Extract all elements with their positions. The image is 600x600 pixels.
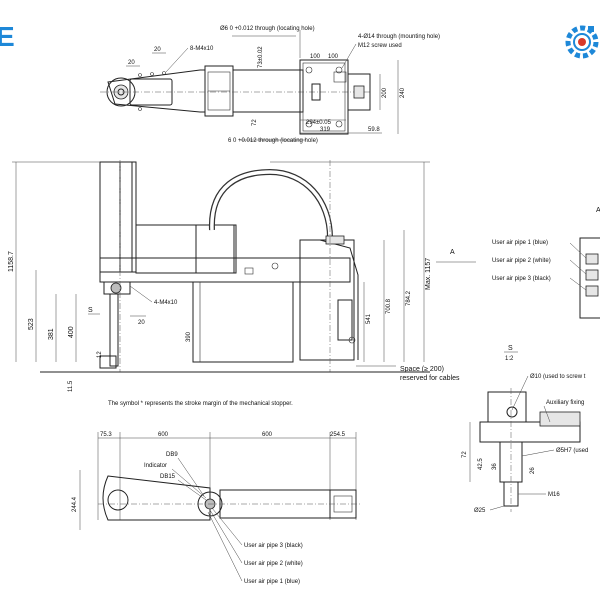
dim-244: 244.4 [72,496,78,512]
bottom-pipe1: User air pipe 1 (blue) [244,579,300,585]
detail-s-label: S [508,345,513,352]
dim-screw-8m4: 8-M4x10 [190,46,214,52]
dim-784: 784.2 [406,290,412,306]
space-line1: Space (≥ 200) [400,366,444,373]
detail-s-hole10: Ø10 (used to screw t [530,374,586,380]
top-view: Ø6 0 +0.012 through (locating hole) 4-Ø1… [100,26,440,144]
dim-loc-hole-bottom: 6 0 +0.012 through (locating hole) [228,138,318,144]
dim-100a: 100 [310,54,321,60]
dim-600a: 600 [158,432,169,438]
dim-319: 319 [320,127,331,133]
dim-390: 390 [186,331,192,342]
dim-mount-screw: M12 screw used [358,43,402,49]
detail-s-m16: M16 [548,492,560,498]
label-a: A [450,249,455,256]
detail-s-aux: Auxiliary fixing [546,400,584,406]
dim-400: 400 [68,326,75,338]
detail-a-pipe1: User air pipe 1 (blue) [492,240,548,246]
dim-523: 523 [28,318,35,330]
dim-mount-hole: 4-Ø14 through (mounting hole) [358,34,440,40]
dim-75: 75.3 [100,432,112,438]
dim-381: 381 [48,328,55,340]
detail-s-26: 26 [530,467,536,474]
side-view: 1158.7 523 381 400 12 11.5 20 S 4-M4x10 … [8,160,476,407]
detail-s-36: 36 [492,463,498,470]
dim-loc-hole-top: Ø6 0 +0.012 through (locating hole) [220,26,315,32]
bottom-db9: DB9 [166,452,178,458]
stroke-note: The symbol * represents the stroke margi… [108,401,293,407]
label-s-side: S [88,307,93,314]
dim-100b: 100 [328,54,339,60]
bottom-db15: DB15 [160,474,176,480]
dim-254: 254.5 [330,432,346,438]
dim-11-5: 11.5 [68,380,74,392]
dim-541: 541 [366,313,372,324]
detail-s-42: 42.5 [478,458,484,470]
dim-59-8: 59.8 [368,127,380,133]
bottom-pipe3: User air pipe 3 (black) [244,543,303,549]
dim-600b: 600 [262,432,273,438]
bottom-pipe2: User air pipe 2 (white) [244,561,303,567]
dim-240: 240 [400,87,406,98]
detail-a-label: A [596,207,600,214]
dim-max: Max. 1157 [425,258,432,290]
detail-s-25: Ø25 [474,508,486,514]
detail-s: S 1:2 Ø10 (used to screw t Auxiliary fix… [462,345,588,514]
detail-a-pipe2: User air pipe 2 (white) [492,258,551,264]
detail-s-h7: Ø5H7 (used [556,448,588,454]
dim-200: 200 [382,87,388,98]
dim-20-side: 20 [138,320,145,326]
dim-screw-4m4: 4-M4x10 [154,300,178,306]
dim-72: 72 [252,119,258,126]
brand-logo-letter: E [0,21,15,52]
dim-700: 700.8 [386,298,392,314]
detail-s-72: 72 [462,451,468,458]
bottom-indicator: Indicator [144,463,167,469]
gear-icon [565,25,599,59]
dim-12: 12 [97,351,103,358]
bottom-view: 75.3 600 600 254.5 244.4 DB9 Indicator D… [72,432,362,585]
detail-a: A User air pipe 1 (blue) User air pipe 2… [492,207,600,319]
dim-73: 73±0.02 [258,46,264,68]
dim-20b: 20 [128,60,135,66]
space-line2: reserved for cables [400,375,460,382]
detail-a-pipe3: User air pipe 3 (black) [492,276,551,282]
detail-s-scale: 1:2 [505,356,514,362]
dim-20a: 20 [154,47,161,53]
dim-1158: 1158.7 [8,251,15,272]
dim-294: 294±0.05 [306,120,332,126]
